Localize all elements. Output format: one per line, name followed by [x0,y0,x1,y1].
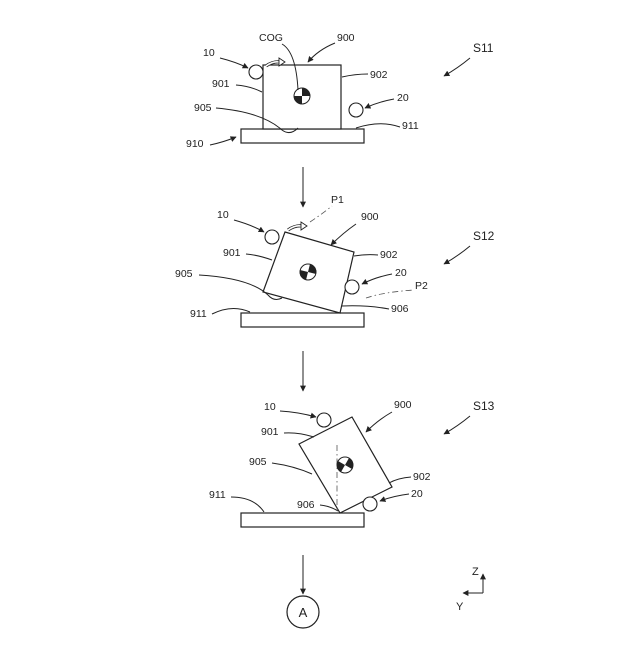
label-10: 10 [203,47,215,59]
cog-marker [300,264,317,280]
label-p1: P1 [331,194,344,206]
roller-10 [265,230,279,244]
cog-marker [337,457,353,473]
label-20: 20 [395,267,407,279]
label-cog: COG [259,32,283,44]
table-911-s12 [241,313,364,327]
stage-s13: 10 900 901 905 902 20 906 911 S13 [209,399,495,527]
roller-20 [349,103,363,117]
label-911: 911 [190,308,207,320]
label-p2: P2 [415,280,428,292]
stage-s11: COG 900 10 901 902 905 20 911 910 S11 [186,32,494,150]
axis-y: Y [456,601,464,613]
label-900: 900 [337,32,355,44]
label-902: 902 [370,69,388,81]
label-910: 910 [186,138,204,150]
cog-marker [294,88,310,104]
label-10: 10 [217,209,229,221]
table-911-s13 [241,513,364,527]
label-911: 911 [402,120,419,132]
label-10: 10 [264,401,276,413]
label-900: 900 [394,399,412,411]
step-s13: S13 [473,399,495,413]
label-906: 906 [391,303,409,315]
axis-z: Z [472,566,479,578]
roller-10 [249,65,263,79]
table-910 [241,129,364,143]
label-20: 20 [411,488,423,500]
p1-line [310,206,332,222]
axes-indicator: Z Y [456,566,483,613]
roller-10 [317,413,331,427]
label-900: 900 [361,211,379,223]
label-911: 911 [209,489,226,501]
label-905: 905 [249,456,267,468]
roller-20 [345,280,359,294]
step-s12: S12 [473,229,495,243]
step-s11: S11 [473,41,494,55]
label-905: 905 [194,102,212,114]
connector-a: A [299,605,308,620]
label-902: 902 [413,471,431,483]
label-20: 20 [397,92,409,104]
p2-line [366,290,414,298]
label-906: 906 [297,499,315,511]
label-905: 905 [175,268,193,280]
label-901: 901 [223,247,241,259]
label-901: 901 [212,78,230,90]
label-901: 901 [261,426,279,438]
stage-s12: P1 900 10 901 902 905 20 P2 906 911 S12 [175,194,495,327]
roller-20 [363,497,377,511]
label-902: 902 [380,249,398,261]
